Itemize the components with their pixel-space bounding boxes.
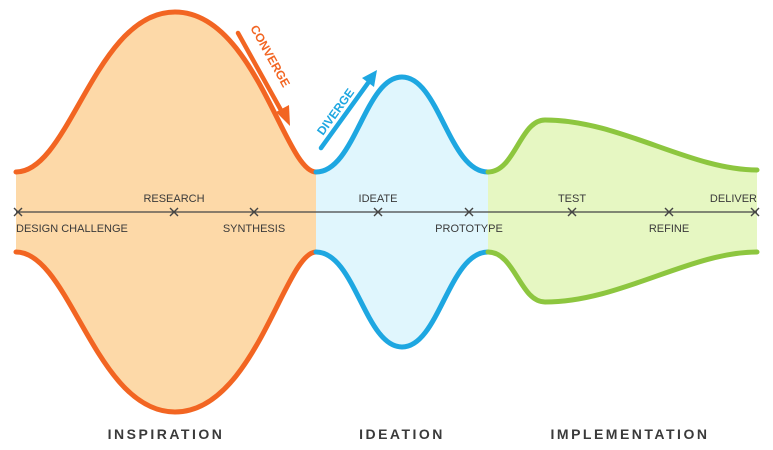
step-marker-design-challenge xyxy=(13,207,23,217)
implementation-area xyxy=(488,120,757,302)
phase-inspiration: INSPIRATION xyxy=(108,426,225,442)
step-ideate: IDEATE xyxy=(359,193,398,205)
ideation-top-curve xyxy=(313,74,491,175)
step-markers xyxy=(13,207,760,217)
step-marker-deliver xyxy=(750,207,760,217)
inspiration-bottom-curve xyxy=(13,249,319,415)
step-marker-test xyxy=(567,207,577,217)
step-synthesis: SYNTHESIS xyxy=(223,223,285,235)
step-marker-research xyxy=(169,207,179,217)
step-research: RESEARCH xyxy=(143,193,204,205)
step-prototype: PROTOTYPE xyxy=(435,223,503,235)
step-refine: REFINE xyxy=(649,223,689,235)
step-design-challenge: DESIGN CHALLENGE xyxy=(16,223,128,235)
step-marker-ideate xyxy=(373,207,383,217)
step-test: TEST xyxy=(558,193,586,205)
step-deliver: DELIVER xyxy=(710,193,757,205)
step-marker-prototype xyxy=(464,207,474,217)
implementation-bottom-curve xyxy=(485,249,760,305)
step-marker-synthesis xyxy=(249,207,259,217)
inspiration-top-curve xyxy=(13,9,319,175)
ideation-bottom-curve xyxy=(313,249,491,350)
implementation-top-curve xyxy=(485,117,760,175)
phase-implementation: IMPLEMENTATION xyxy=(551,426,710,442)
phase-ideation: IDEATION xyxy=(359,426,445,442)
step-marker-refine xyxy=(664,207,674,217)
